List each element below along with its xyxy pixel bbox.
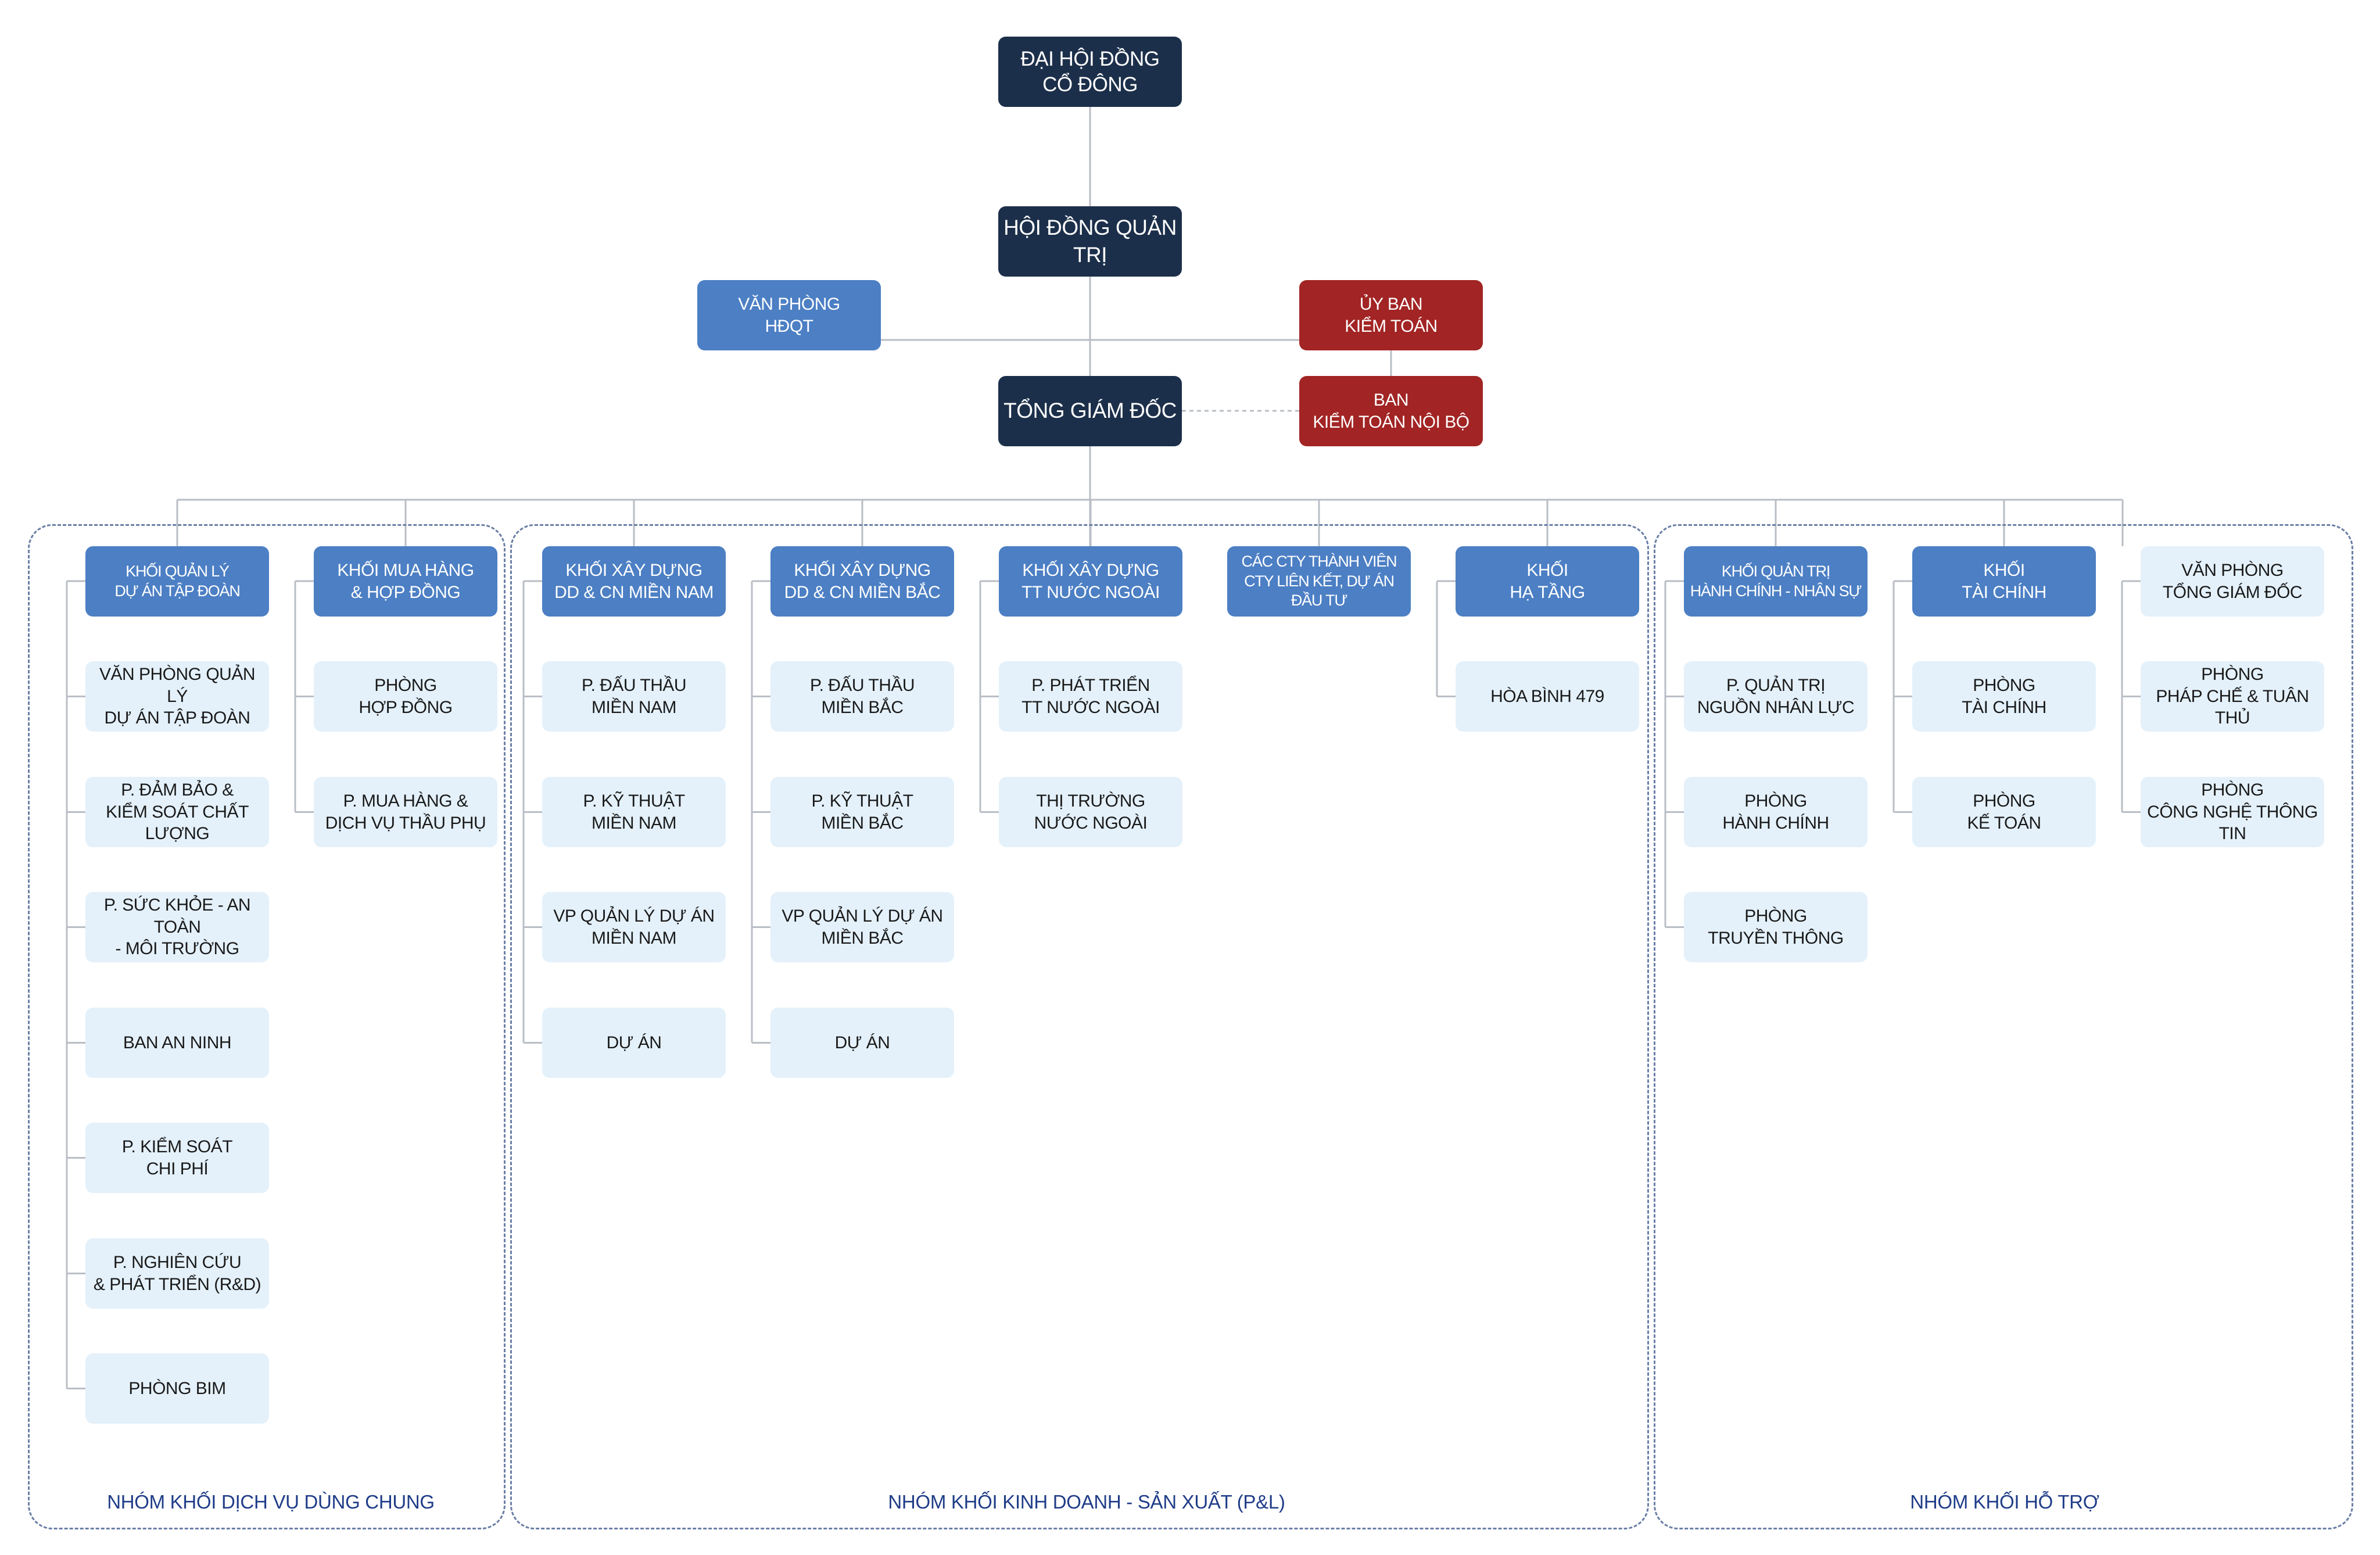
- department-box: HÒA BÌNH 479: [1456, 661, 1639, 732]
- department-label: P. NGHIÊN CỨU & PHÁT TRIỂN (R&D): [93, 1253, 261, 1294]
- department-label: VP QUẢN LÝ DỰ ÁN MIỀN BẮC: [782, 907, 943, 948]
- board-box: HỘI ĐỒNG QUẢN TRỊ: [998, 206, 1182, 277]
- department-label: P. ĐẤU THẦU MIỀN BẮC: [809, 676, 915, 717]
- division-head: KHỐI MUA HÀNG & HỢP ĐỒNG: [314, 546, 497, 617]
- department-box: P. ĐẤU THẦU MIỀN BẮC: [770, 661, 954, 732]
- division-head: KHỐI XÂY DỰNG DD & CN MIỀN BẮC: [770, 546, 954, 617]
- division-head: CÁC CTY THÀNH VIÊN CTY LIÊN KẾT, DỰ ÁN Đ…: [1227, 546, 1411, 617]
- group-label: NHÓM KHỐI DỊCH VỤ DÙNG CHUNG: [107, 1491, 435, 1513]
- department-label: DỰ ÁN: [834, 1033, 890, 1052]
- internal-audit-label: BAN KIỂM TOÁN NỘI BỘ: [1313, 390, 1469, 432]
- department-box: VP QUẢN LÝ DỰ ÁN MIỀN BẮC: [770, 892, 954, 962]
- department-box: P. NGHIÊN CỨU & PHÁT TRIỂN (R&D): [85, 1238, 269, 1309]
- department-label: PHÒNG HỢP ĐỒNG: [359, 676, 453, 717]
- department-label: PHÒNG HÀNH CHÍNH: [1722, 791, 1829, 833]
- department-label: PHÒNG KẾ TOÁN: [1967, 791, 2041, 833]
- department-label: P. ĐẤU THẦU MIỀN NAM: [581, 676, 687, 717]
- department-box: P. KỸ THUẬT MIỀN NAM: [542, 777, 726, 847]
- department-label: P. KIỂM SOÁT CHI PHÍ: [121, 1137, 233, 1178]
- department-label: P. QUẢN TRỊ NGUỒN NHÂN LỰC: [1697, 676, 1855, 717]
- group-label: NHÓM KHỐI HỖ TRỢ: [1910, 1491, 2099, 1513]
- division-head-label: KHỐI QUẢN LÝ DỰ ÁN TẬP ĐOÀN: [114, 562, 241, 600]
- ceo-label: TỔNG GIÁM ĐỐC: [1003, 399, 1177, 423]
- department-box: PHÒNG HỢP ĐỒNG: [314, 661, 497, 732]
- division-head-label: KHỐI XÂY DỰNG TT NƯỚC NGOÀI: [1021, 561, 1160, 602]
- department-label: P. MUA HÀNG & DỊCH VỤ THẦU PHỤ: [325, 791, 486, 833]
- division-head: KHỐI TÀI CHÍNH: [1912, 546, 2096, 617]
- department-label: P. ĐẢM BẢO & KIỂM SOÁT CHẤT LƯỢNG: [106, 780, 249, 844]
- audit-committee-label: ỦY BAN KIỂM TOÁN: [1345, 295, 1438, 336]
- department-label: HÒA BÌNH 479: [1490, 686, 1604, 706]
- department-label: P. KỸ THUẬT MIỀN BẮC: [811, 791, 913, 833]
- department-box: P. ĐẢM BẢO & KIỂM SOÁT CHẤT LƯỢNG: [85, 777, 269, 847]
- department-box: PHÒNG CÔNG NGHỆ THÔNG TIN: [2141, 777, 2324, 847]
- department-label: P. PHÁT TRIỂN TT NƯỚC NGOÀI: [1021, 676, 1160, 717]
- department-label: VĂN PHÒNG QUẢN LÝ DỰ ÁN TẬP ĐOÀN: [99, 665, 256, 728]
- department-box: P. ĐẤU THẦU MIỀN NAM: [542, 661, 726, 732]
- department-box: PHÒNG BIM: [85, 1353, 269, 1424]
- department-label: PHÒNG TRUYỀN THÔNG: [1708, 907, 1844, 948]
- division-head: VĂN PHÒNG TỔNG GIÁM ĐỐC: [2141, 546, 2324, 617]
- division-head: KHỐI XÂY DỰNG DD & CN MIỀN NAM: [542, 546, 726, 617]
- department-box: PHÒNG TÀI CHÍNH: [1912, 661, 2096, 732]
- department-box: P. KỸ THUẬT MIỀN BẮC: [770, 777, 954, 847]
- department-label: VP QUẢN LÝ DỰ ÁN MIỀN NAM: [553, 907, 715, 948]
- department-label: P. KỸ THUẬT MIỀN NAM: [583, 791, 685, 833]
- department-box: P. MUA HÀNG & DỊCH VỤ THẦU PHỤ: [314, 777, 497, 847]
- audit-committee-box: ỦY BAN KIỂM TOÁN: [1299, 280, 1483, 350]
- group-frame: [1654, 524, 2353, 1529]
- department-label: PHÒNG CÔNG NGHỆ THÔNG TIN: [2147, 780, 2318, 844]
- department-label: PHÒNG PHÁP CHẾ & TUÂN THỦ: [2156, 665, 2309, 728]
- shareholders-box: ĐẠI HỘI ĐỒNG CỔ ĐÔNG: [998, 37, 1182, 107]
- division-head: KHỐI XÂY DỰNG TT NƯỚC NGOÀI: [999, 546, 1182, 617]
- department-label: DỰ ÁN: [606, 1033, 662, 1052]
- department-box: BAN AN NINH: [85, 1008, 269, 1078]
- department-label: PHÒNG BIM: [128, 1378, 226, 1398]
- department-label: P. SỨC KHỎE - AN TOÀN - MÔI TRƯỜNG: [103, 895, 251, 959]
- department-box: VP QUẢN LÝ DỰ ÁN MIỀN NAM: [542, 892, 726, 962]
- department-box: PHÒNG TRUYỀN THÔNG: [1684, 892, 1868, 962]
- division-head-label: VĂN PHÒNG TỔNG GIÁM ĐỐC: [2162, 561, 2303, 602]
- department-box: P. SỨC KHỎE - AN TOÀN - MÔI TRƯỜNG: [85, 892, 269, 962]
- department-label: PHÒNG TÀI CHÍNH: [1962, 676, 2046, 717]
- department-box: DỰ ÁN: [770, 1008, 954, 1078]
- department-box: PHÒNG KẾ TOÁN: [1912, 777, 2096, 847]
- department-box: VĂN PHÒNG QUẢN LÝ DỰ ÁN TẬP ĐOÀN: [85, 661, 269, 732]
- division-head-label: KHỐI TÀI CHÍNH: [1962, 561, 2046, 602]
- division-head-label: KHỐI QUẢN TRỊ HÀNH CHÍNH - NHÂN SỰ: [1690, 562, 1862, 600]
- department-box: P. PHÁT TRIỂN TT NƯỚC NGOÀI: [999, 661, 1182, 732]
- department-box: THỊ TRƯỜNG NƯỚC NGOÀI: [999, 777, 1182, 847]
- department-box: PHÒNG HÀNH CHÍNH: [1684, 777, 1868, 847]
- division-head-label: KHỐI XÂY DỰNG DD & CN MIỀN NAM: [554, 561, 714, 602]
- ceo-box: TỔNG GIÁM ĐỐC: [998, 376, 1182, 446]
- division-head-label: KHỐI XÂY DỰNG DD & CN MIỀN BẮC: [784, 561, 941, 602]
- division-head-label: KHỐI HẠ TẦNG: [1510, 561, 1585, 602]
- internal-audit-box: BAN KIỂM TOÁN NỘI BỘ: [1299, 376, 1483, 446]
- group-frame: [28, 524, 506, 1529]
- department-box: DỰ ÁN: [542, 1008, 726, 1078]
- department-label: BAN AN NINH: [123, 1033, 232, 1052]
- department-box: P. KIỂM SOÁT CHI PHÍ: [85, 1123, 269, 1193]
- shareholders-label: ĐẠI HỘI ĐỒNG CỔ ĐÔNG: [1020, 47, 1160, 96]
- board-office-label: VĂN PHÒNG HĐQT: [738, 295, 840, 336]
- board-label: HỘI ĐỒNG QUẢN TRỊ: [1003, 216, 1177, 267]
- department-box: PHÒNG PHÁP CHẾ & TUÂN THỦ: [2141, 661, 2324, 732]
- division-head: KHỐI HẠ TẦNG: [1456, 546, 1639, 617]
- board-office-box: VĂN PHÒNG HĐQT: [697, 280, 881, 350]
- division-head: KHỐI QUẢN TRỊ HÀNH CHÍNH - NHÂN SỰ: [1684, 546, 1868, 617]
- department-label: THỊ TRƯỜNG NƯỚC NGOÀI: [1034, 791, 1148, 833]
- division-head: KHỐI QUẢN LÝ DỰ ÁN TẬP ĐOÀN: [85, 546, 269, 617]
- group-frame: [510, 524, 1649, 1529]
- department-box: P. QUẢN TRỊ NGUỒN NHÂN LỰC: [1684, 661, 1868, 732]
- division-head-label: KHỐI MUA HÀNG & HỢP ĐỒNG: [337, 561, 474, 602]
- group-label: NHÓM KHỐI KINH DOANH - SẢN XUẤT (P&L): [888, 1491, 1285, 1513]
- division-head-label: CÁC CTY THÀNH VIÊN CTY LIÊN KẾT, DỰ ÁN Đ…: [1241, 552, 1397, 610]
